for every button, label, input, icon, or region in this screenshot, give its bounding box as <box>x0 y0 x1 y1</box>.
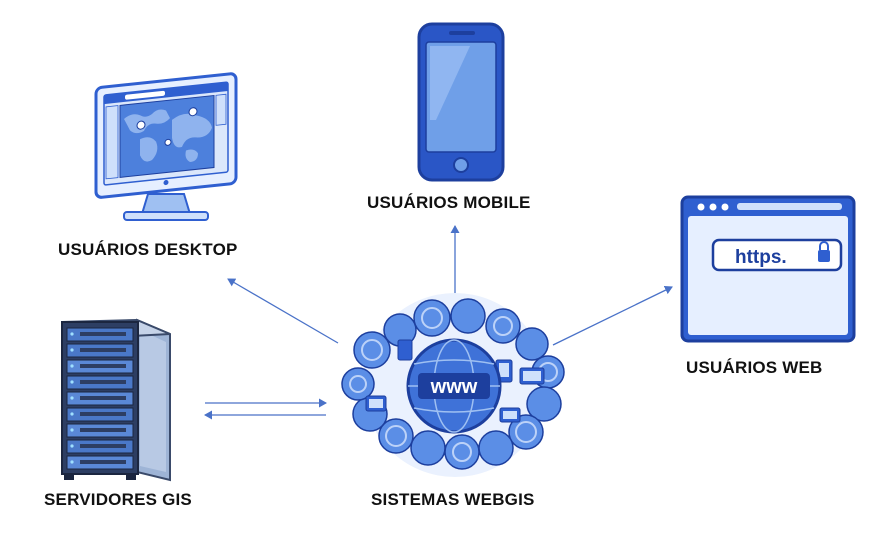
smartphone-icon <box>417 22 505 182</box>
server-rack-icon <box>61 318 171 482</box>
node-label-mobile: USUÁRIOS MOBILE <box>367 193 531 212</box>
browser-url-text: https. <box>735 247 787 268</box>
browser-window-icon: https. <box>680 195 856 343</box>
edge-webgis-to-web <box>552 286 673 346</box>
node-label-webgis: SISTEMAS WEBGIS <box>371 490 535 509</box>
browser-dot-icon <box>697 203 705 211</box>
globe-www-text: www <box>430 376 478 398</box>
node-label-servers: SERVIDORES GIS <box>44 490 192 509</box>
browser-dot-icon <box>709 203 717 211</box>
browser-dot-icon <box>721 203 729 211</box>
server-units <box>66 327 134 470</box>
desktop-monitor-icon <box>94 72 238 221</box>
www-globe-cloud-icon: www <box>341 293 565 477</box>
edge-webgis-to-desktop <box>227 278 339 344</box>
edges <box>204 225 673 420</box>
node-label-web: USUÁRIOS WEB <box>686 358 823 377</box>
padlock-icon <box>818 241 830 262</box>
node-label-desktop: USUÁRIOS DESKTOP <box>58 240 238 259</box>
